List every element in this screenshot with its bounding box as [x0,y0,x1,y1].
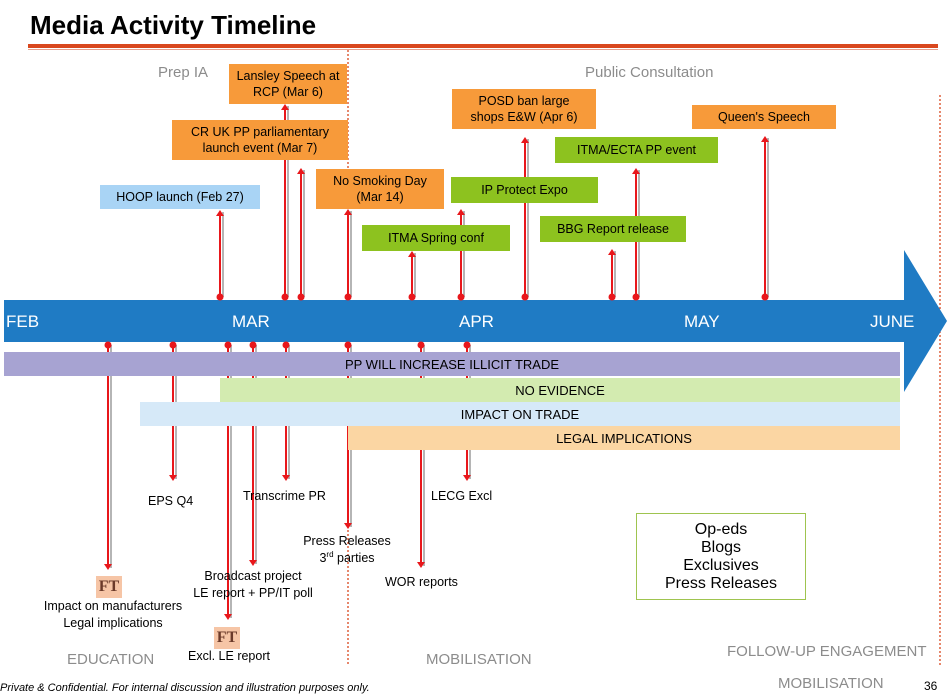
phase-education: EDUCATION [67,651,155,668]
event-press-releases: Press Releases 3rd parties [296,533,398,567]
month-mar: MAR [232,312,270,331]
event-lansley-speech: Lansley Speech at RCP (Mar 6) [229,64,347,104]
confidential-footer: Private & Confidential. For internal dis… [0,682,370,694]
event-eps-q4: EPS Q4 [148,494,194,508]
opeds-item: Op-eds [694,520,748,538]
phase-mobilisation: MOBILISATION [426,651,532,668]
le-report-label: LE report + PP/IT poll [193,585,313,600]
opeds-item: Press Releases [664,574,778,592]
event-queens-speech: Queen's Speech [692,105,836,129]
event-ft-impact: Impact on manufacturers Legal implicatio… [36,598,190,632]
event-excl-le-report: Excl. LE report [188,649,270,663]
event-wor-reports: WOR reports [385,575,458,589]
event-bbg-report: BBG Report release [540,216,686,242]
band-legal-implications: LEGAL IMPLICATIONS [348,426,900,450]
arrow-queens [761,136,769,301]
third-parties-label: 3rd parties [319,549,375,566]
timeline-arrow [4,250,947,392]
opeds-item: Blogs [700,538,742,556]
event-cr-uk-launch: CR UK PP parliamentary launch event (Mar… [172,120,348,160]
phase-follow-up: FOLLOW-UP ENGAGEMENT [727,643,927,660]
press-releases-label: Press Releases [303,534,391,548]
month-may: MAY [684,312,720,331]
impact-label: Impact on manufacturers [43,599,183,613]
broadcast-label: Broadcast project [204,569,302,583]
month-june: JUNE [870,312,915,331]
event-hoop-launch: HOOP launch (Feb 27) [100,185,260,209]
opeds-box: Op-eds Blogs Exclusives Press Releases [636,513,806,600]
event-itma-ecta: ITMA/ECTA PP event [555,137,718,163]
arrow-cruk [297,168,305,301]
legal-label: Legal implications [63,615,163,630]
event-itma-spring-conf: ITMA Spring conf [362,225,510,251]
band-illicit-trade: PP WILL INCREASE ILLICIT TRADE [4,352,900,376]
arrow-hoop [216,210,224,301]
ft-logo: FT [96,576,122,598]
title-rule-thin [28,49,938,50]
band-impact-on-trade: IMPACT ON TRADE [140,402,900,426]
title-rule [28,44,938,48]
event-broadcast-project: Broadcast project LE report + PP/IT poll [189,568,317,602]
event-posd-ban: POSD ban large shops E&W (Apr 6) [452,89,596,129]
event-ip-protect-expo: IP Protect Expo [451,177,598,203]
arrow-posd [521,137,529,301]
arrow-bbg [608,249,616,301]
phase-mobilisation-2: MOBILISATION [778,675,884,692]
ft-logo-2: FT [214,627,240,649]
arrow-no-smoking [344,209,352,301]
page-title: Media Activity Timeline [30,10,317,40]
phase-public-consultation: Public Consultation [585,64,714,81]
arrow-ip-protect [457,209,465,301]
page-number: 36 [924,679,938,693]
month-feb: FEB [6,312,40,331]
arrow-ft-impact [104,341,112,570]
phase-prep-ia: Prep IA [158,64,209,81]
event-lecg-excl: LECG Excl [431,489,493,503]
opeds-item: Exclusives [683,556,759,574]
month-apr: APR [459,312,494,331]
event-transcrime-pr: Transcrime PR [243,489,326,503]
event-no-smoking-day: No Smoking Day (Mar 14) [316,169,444,209]
band-no-evidence: NO EVIDENCE [220,378,900,402]
arrow-itma-spring [408,251,416,301]
